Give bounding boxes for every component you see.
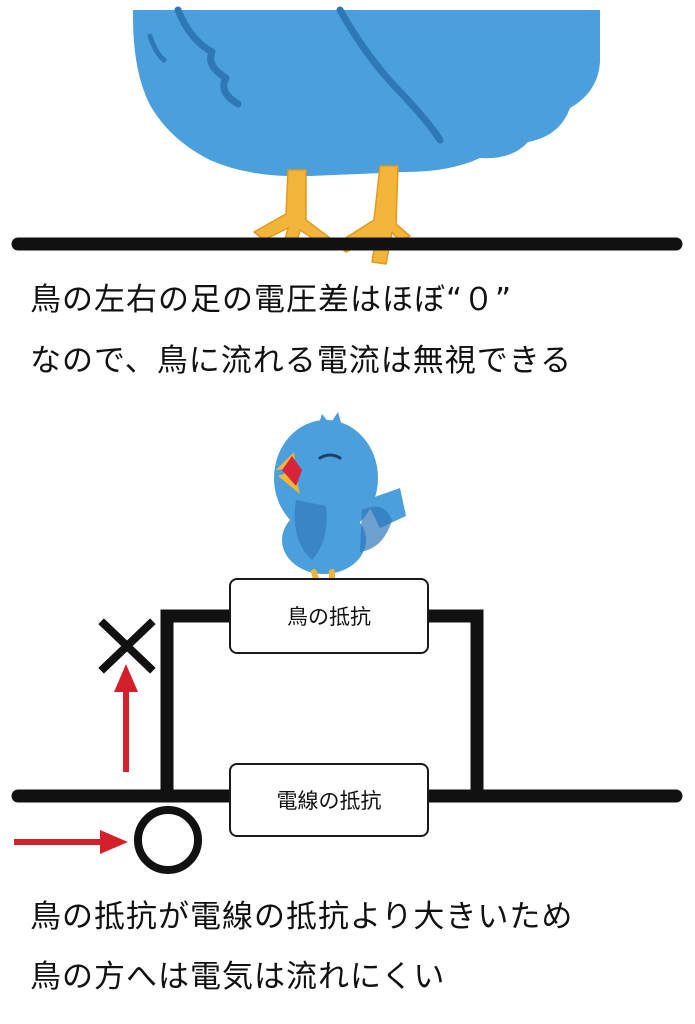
top-caption-line-2: なので、鳥に流れる電流は無視できる xyxy=(30,343,573,379)
wire-resistance-label: 電線の抵抗 xyxy=(276,789,382,813)
wire-resistance-box: 電線の抵抗 xyxy=(229,763,429,837)
bird-resistance-label: 鳥の抵抗 xyxy=(287,605,371,629)
current-arrows xyxy=(14,664,138,854)
blocked-path-x-icon xyxy=(98,618,156,674)
bird-resistance-box: 鳥の抵抗 xyxy=(229,578,429,654)
bottom-caption-line-2: 鳥の方へは電気は流れにくい xyxy=(30,959,446,995)
bird-small-illustration xyxy=(274,412,406,591)
current-path-circle-icon xyxy=(134,806,202,874)
bottom-caption-line-1: 鳥の抵抗が電線の抵抗より大きいため xyxy=(30,899,574,935)
top-caption-line-1: 鳥の左右の足の電圧差はほぼ“０” xyxy=(30,282,513,318)
bird-body-large xyxy=(132,6,600,177)
